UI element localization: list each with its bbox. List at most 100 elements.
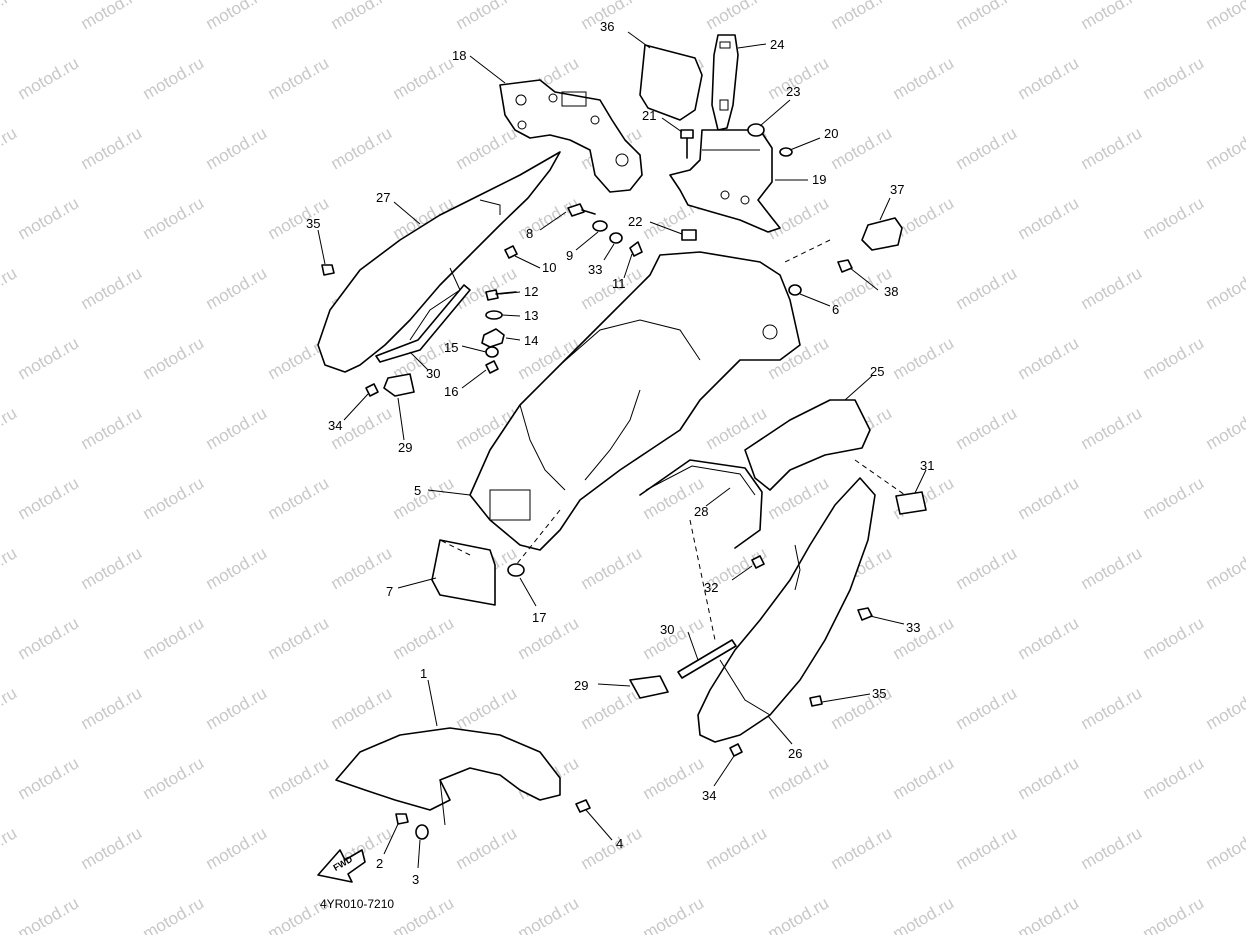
watermark-text: motod.ru (265, 53, 333, 103)
part-29-clip-left (383, 373, 415, 397)
watermark-text: motod.ru (203, 123, 271, 173)
watermark-text: motod.ru (1140, 53, 1208, 103)
callout: 9 (566, 248, 573, 263)
watermark-text: motod.ru (78, 123, 146, 173)
watermark-text: motod.ru (1078, 403, 1146, 453)
callout: 24 (770, 37, 784, 52)
watermark-text: motod.ru (390, 613, 458, 663)
watermark-text: motod.ru (390, 53, 458, 103)
watermark-text: motod.ru (828, 0, 896, 33)
callout: 10 (542, 260, 556, 275)
watermark-text: motod.ru (78, 0, 146, 33)
callout: 35 (872, 686, 886, 701)
callout: 7 (386, 584, 393, 599)
part-29-clip-right (629, 675, 669, 699)
watermark-text: motod.ru (15, 333, 83, 383)
watermark-text: motod.ru (140, 473, 208, 523)
callout: 1 (420, 666, 427, 681)
part-26-side-cover-right (697, 477, 876, 743)
watermark-text: motod.ru (0, 263, 20, 313)
callout: 14 (524, 333, 538, 348)
watermark-text: motod.ru (953, 403, 1021, 453)
watermark-text: motod.ru (265, 473, 333, 523)
callout: 22 (628, 214, 642, 229)
watermark-text: motod.ru (703, 823, 771, 873)
watermark-text: motod.ru (1015, 333, 1083, 383)
part-24-strap (711, 34, 739, 131)
watermark-text: motod.ru (203, 543, 271, 593)
part-1-front-fender (335, 727, 561, 826)
callout: 20 (824, 126, 838, 141)
watermark-text: motod.ru (1015, 473, 1083, 523)
watermark-text: motod.ru (1015, 613, 1083, 663)
watermark-text: motod.ru (953, 683, 1021, 733)
watermark-text: motod.ru (765, 893, 833, 935)
watermark-text: motod.ru (640, 753, 708, 803)
watermark-text: motod.ru (0, 123, 20, 173)
watermark-text: motod.ru (15, 53, 83, 103)
watermark-text: motod.ru (1203, 0, 1246, 33)
watermark-text: motod.ru (1078, 683, 1146, 733)
watermark-text: motod.ru (703, 0, 771, 33)
part-19-bracket (669, 129, 781, 233)
watermark-text: motod.ru (453, 123, 521, 173)
watermark-text: motod.ru (390, 893, 458, 935)
watermark-text: motod.ru (15, 473, 83, 523)
watermark-text: motod.ru (578, 823, 646, 873)
watermark-text: motod.ru (1203, 123, 1246, 173)
watermark-text: motod.ru (515, 893, 583, 935)
callout: 11 (612, 276, 626, 291)
watermark-text: motod.ru (140, 333, 208, 383)
watermark-text: motod.ru (203, 0, 271, 33)
watermark-text: motod.ru (890, 893, 958, 935)
callout: 33 (588, 262, 602, 277)
watermark-text: motod.ru (953, 543, 1021, 593)
part-25-tail-cover (744, 399, 871, 491)
watermark-text: motod.ru (328, 123, 396, 173)
callout: 29 (398, 440, 412, 455)
watermark-text: motod.ru (1203, 823, 1246, 873)
watermark-text: motod.ru (328, 683, 396, 733)
watermark-text: motod.ru (1078, 263, 1146, 313)
watermark-text: motod.ru (78, 403, 146, 453)
part-36-pad (639, 44, 703, 121)
callout: 3 (412, 872, 419, 887)
callout: 31 (920, 458, 934, 473)
watermark-text: motod.ru (1140, 193, 1208, 243)
watermark-text: motod.ru (953, 823, 1021, 873)
watermark-text: motod.ru (78, 263, 146, 313)
callout-labels: 36 24 18 23 21 20 19 27 37 8 22 35 9 10 … (306, 19, 934, 887)
watermark-text: motod.ru (765, 193, 833, 243)
watermark-text: motod.ru (140, 893, 208, 935)
part-5-rear-fender (469, 251, 801, 551)
watermark-text: motod.ru (640, 893, 708, 935)
watermark-text: motod.ru (203, 403, 271, 453)
callout: 8 (526, 226, 533, 241)
watermark-text: motod.ru (265, 193, 333, 243)
watermark-text: motod.ru (1203, 263, 1246, 313)
watermark-text: motod.ru (890, 613, 958, 663)
watermark-text: motod.ru (78, 823, 146, 873)
callout: 12 (524, 284, 538, 299)
watermark-text: motod.ru (140, 193, 208, 243)
watermark-text: motod.ru (15, 893, 83, 935)
watermark-text: motod.ru (828, 823, 896, 873)
fwd-arrow-icon: FWD (317, 849, 366, 883)
watermark-text: motod.ru (953, 0, 1021, 33)
part-30-strip-left (375, 284, 471, 363)
callout: 4 (616, 836, 623, 851)
callout: 29 (574, 678, 588, 693)
watermark-text: motod.ru (203, 823, 271, 873)
watermark-text: motod.ru (0, 543, 20, 593)
watermark-text: motod.ru (1140, 333, 1208, 383)
watermark-text: motod.ru (0, 823, 20, 873)
callout: 30 (426, 366, 440, 381)
watermark-text: motod.ru (328, 543, 396, 593)
watermark-text: motod.ru (1203, 403, 1246, 453)
watermark-text: motod.ru (328, 0, 396, 33)
watermark-text: motod.ru (1015, 753, 1083, 803)
fasteners (321, 123, 873, 840)
callout: 34 (328, 418, 342, 433)
callout: 30 (660, 622, 674, 637)
watermark-text: motod.ru (890, 53, 958, 103)
